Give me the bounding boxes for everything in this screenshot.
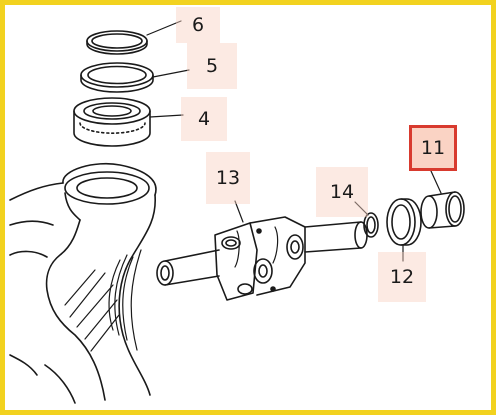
part-13-universal-joint bbox=[156, 216, 368, 301]
leader-13 bbox=[234, 200, 244, 223]
callout-part-11-label: 11 bbox=[420, 137, 446, 159]
leader-11 bbox=[430, 170, 442, 194]
callout-part-14[interactable]: 14 bbox=[316, 167, 368, 217]
callout-part-6[interactable]: 6 bbox=[176, 7, 220, 43]
part-14-snap-ring bbox=[363, 212, 379, 238]
part-11-bushing bbox=[420, 191, 465, 229]
part-12-seal bbox=[386, 198, 422, 246]
callout-part-4[interactable]: 4 bbox=[181, 97, 227, 141]
callout-part-13[interactable]: 13 bbox=[206, 152, 250, 204]
callout-part-11[interactable]: 11 bbox=[409, 125, 457, 171]
callout-part-14-label: 14 bbox=[329, 181, 355, 203]
callout-part-6-label: 6 bbox=[191, 14, 205, 36]
callout-part-12[interactable]: 12 bbox=[378, 252, 426, 302]
part-6-ring bbox=[86, 30, 148, 55]
axle-housing bbox=[9, 162, 157, 404]
leader-14 bbox=[354, 201, 369, 216]
part-4-bearing bbox=[73, 97, 151, 147]
callout-part-5[interactable]: 5 bbox=[187, 43, 237, 89]
leader-lines-upper bbox=[146, 20, 190, 118]
callout-part-13-label: 13 bbox=[215, 167, 241, 189]
callout-part-4-label: 4 bbox=[197, 108, 211, 130]
exploded-parts-drawing bbox=[9, 20, 465, 404]
callout-part-12-label: 12 bbox=[389, 266, 415, 288]
part-5-ring bbox=[80, 62, 154, 93]
callout-part-5-label: 5 bbox=[205, 55, 219, 77]
